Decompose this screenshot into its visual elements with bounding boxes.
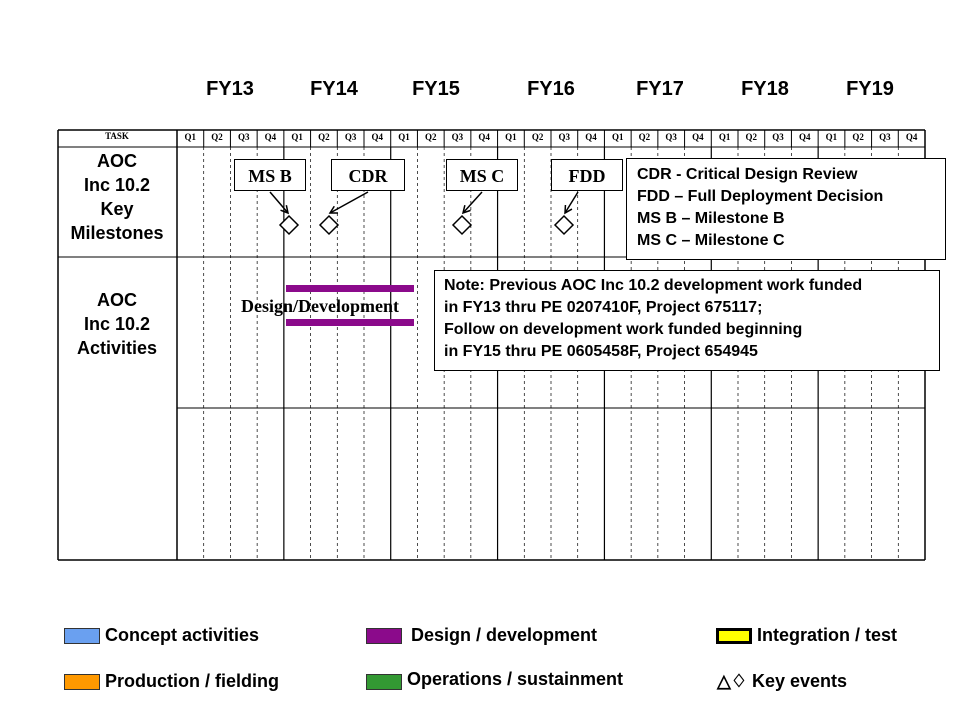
quarter-label: Q3: [879, 132, 891, 142]
quarter-label: Q2: [745, 132, 758, 142]
quarter-label: Q2: [852, 132, 864, 142]
milestone-arrow: [564, 191, 579, 214]
quarter-label: Q2: [638, 132, 651, 142]
quarter-label: Q3: [558, 132, 571, 142]
note-line: in FY13 thru PE 0207410F, Project 675117…: [444, 299, 763, 316]
quarter-label: Q3: [772, 132, 784, 142]
row-label-milestones: AOC Inc 10.2 Key Milestones: [58, 149, 176, 245]
row-label-line: AOC: [97, 290, 137, 310]
integration-swatch: [716, 628, 752, 644]
design-development-bar-top: [286, 285, 414, 292]
legend-operations: Operations / sustainment: [407, 669, 624, 689]
quarter-label: Q1: [611, 132, 624, 142]
milestone-arrow: [462, 191, 483, 214]
milestone-ms-c: MS C: [446, 159, 518, 191]
quarter-label: Q4: [585, 132, 597, 142]
triangle-diamond-icon: △♢: [717, 671, 747, 691]
quarter-label: Q4: [798, 132, 811, 142]
abbreviation-line: MS C – Milestone C: [637, 232, 785, 249]
legend-design: Design / development: [411, 625, 598, 645]
arrowhead: [564, 204, 573, 215]
fy-header: FY17: [636, 78, 684, 100]
milestone-diamond: [451, 214, 473, 236]
quarter-label: Q4: [692, 132, 704, 142]
row-label-line: AOC: [97, 151, 137, 171]
milestone-diamond: [318, 214, 340, 236]
design-development-bar-bottom: [286, 319, 414, 326]
quarter-label: Q2: [424, 132, 437, 142]
fy-header: FY13: [206, 78, 254, 100]
quarter-label: Q2: [531, 132, 544, 142]
quarter-label: Q2: [318, 132, 330, 142]
design-swatch: [366, 628, 402, 644]
fy-header: FY18: [741, 78, 789, 100]
quarter-label: Q3: [344, 132, 357, 142]
row-label-line: Milestones: [70, 223, 164, 243]
row-label-line: Key: [100, 199, 134, 219]
legend-concept: Concept activities: [105, 625, 260, 645]
milestone-arrow: [329, 191, 369, 214]
legend-key-events-label: Key events: [752, 671, 848, 691]
quarter-label: Q4: [371, 132, 384, 142]
quarter-label: Q3: [451, 132, 464, 142]
row-label-line: Inc 10.2: [83, 314, 151, 334]
note-box: Note: Previous AOC Inc 10.2 development …: [434, 270, 940, 371]
abbreviation-box: CDR - Critical Design Review FDD – Full …: [626, 158, 946, 260]
milestone-diamond: [278, 214, 300, 236]
milestone-diamond: [553, 214, 575, 236]
milestone-ms-b: MS B: [234, 159, 306, 191]
legend-production: Production / fielding: [105, 671, 279, 691]
fy-header: FY14: [310, 78, 358, 100]
quarter-label: Q4: [264, 132, 277, 142]
quarter-label: Q1: [825, 132, 838, 142]
legend-integration: Integration / test: [757, 625, 898, 645]
arrowhead: [328, 205, 339, 214]
note-line: Note: Previous AOC Inc 10.2 development …: [444, 277, 863, 294]
abbreviation-line: CDR - Critical Design Review: [637, 166, 858, 183]
task-header: TASK: [105, 131, 129, 141]
arrowhead: [280, 205, 290, 215]
row-label-line: Inc 10.2: [83, 175, 151, 195]
quarter-label: Q1: [398, 132, 410, 142]
milestone-fdd: FDD: [551, 159, 623, 191]
quarter-label: Q1: [718, 132, 731, 142]
quarter-label: Q3: [665, 132, 677, 142]
arrowhead: [461, 205, 471, 215]
abbreviation-line: FDD – Full Deployment Decision: [637, 188, 884, 205]
quarter-label: Q4: [478, 132, 490, 142]
quarter-label: Q2: [211, 132, 223, 142]
concept-swatch: [64, 628, 100, 644]
note-line: in FY15 thru PE 0605458F, Project 654945: [444, 343, 758, 360]
fy-header: FY19: [846, 78, 894, 100]
quarter-label: Q1: [291, 132, 303, 142]
abbreviation-line: MS B – Milestone B: [637, 210, 785, 227]
quarter-label: Q1: [184, 132, 197, 142]
operations-swatch: [366, 674, 402, 690]
quarter-label: Q3: [237, 132, 250, 142]
milestone-arrow: [269, 191, 289, 214]
legend-key-events: △♢ Key events: [717, 671, 847, 692]
fy-header: FY15: [412, 78, 460, 100]
production-swatch: [64, 674, 100, 690]
quarter-label: Q1: [505, 132, 517, 142]
note-line: Follow on development work funded beginn…: [444, 321, 803, 338]
design-development-label: Design/Development: [241, 296, 399, 316]
quarter-label: Q4: [905, 132, 918, 142]
row-label-activities: AOC Inc 10.2 Activities: [58, 288, 176, 360]
milestone-cdr: CDR: [331, 159, 405, 191]
fy-header: FY16: [527, 78, 575, 100]
row-label-line: Activities: [76, 338, 158, 358]
